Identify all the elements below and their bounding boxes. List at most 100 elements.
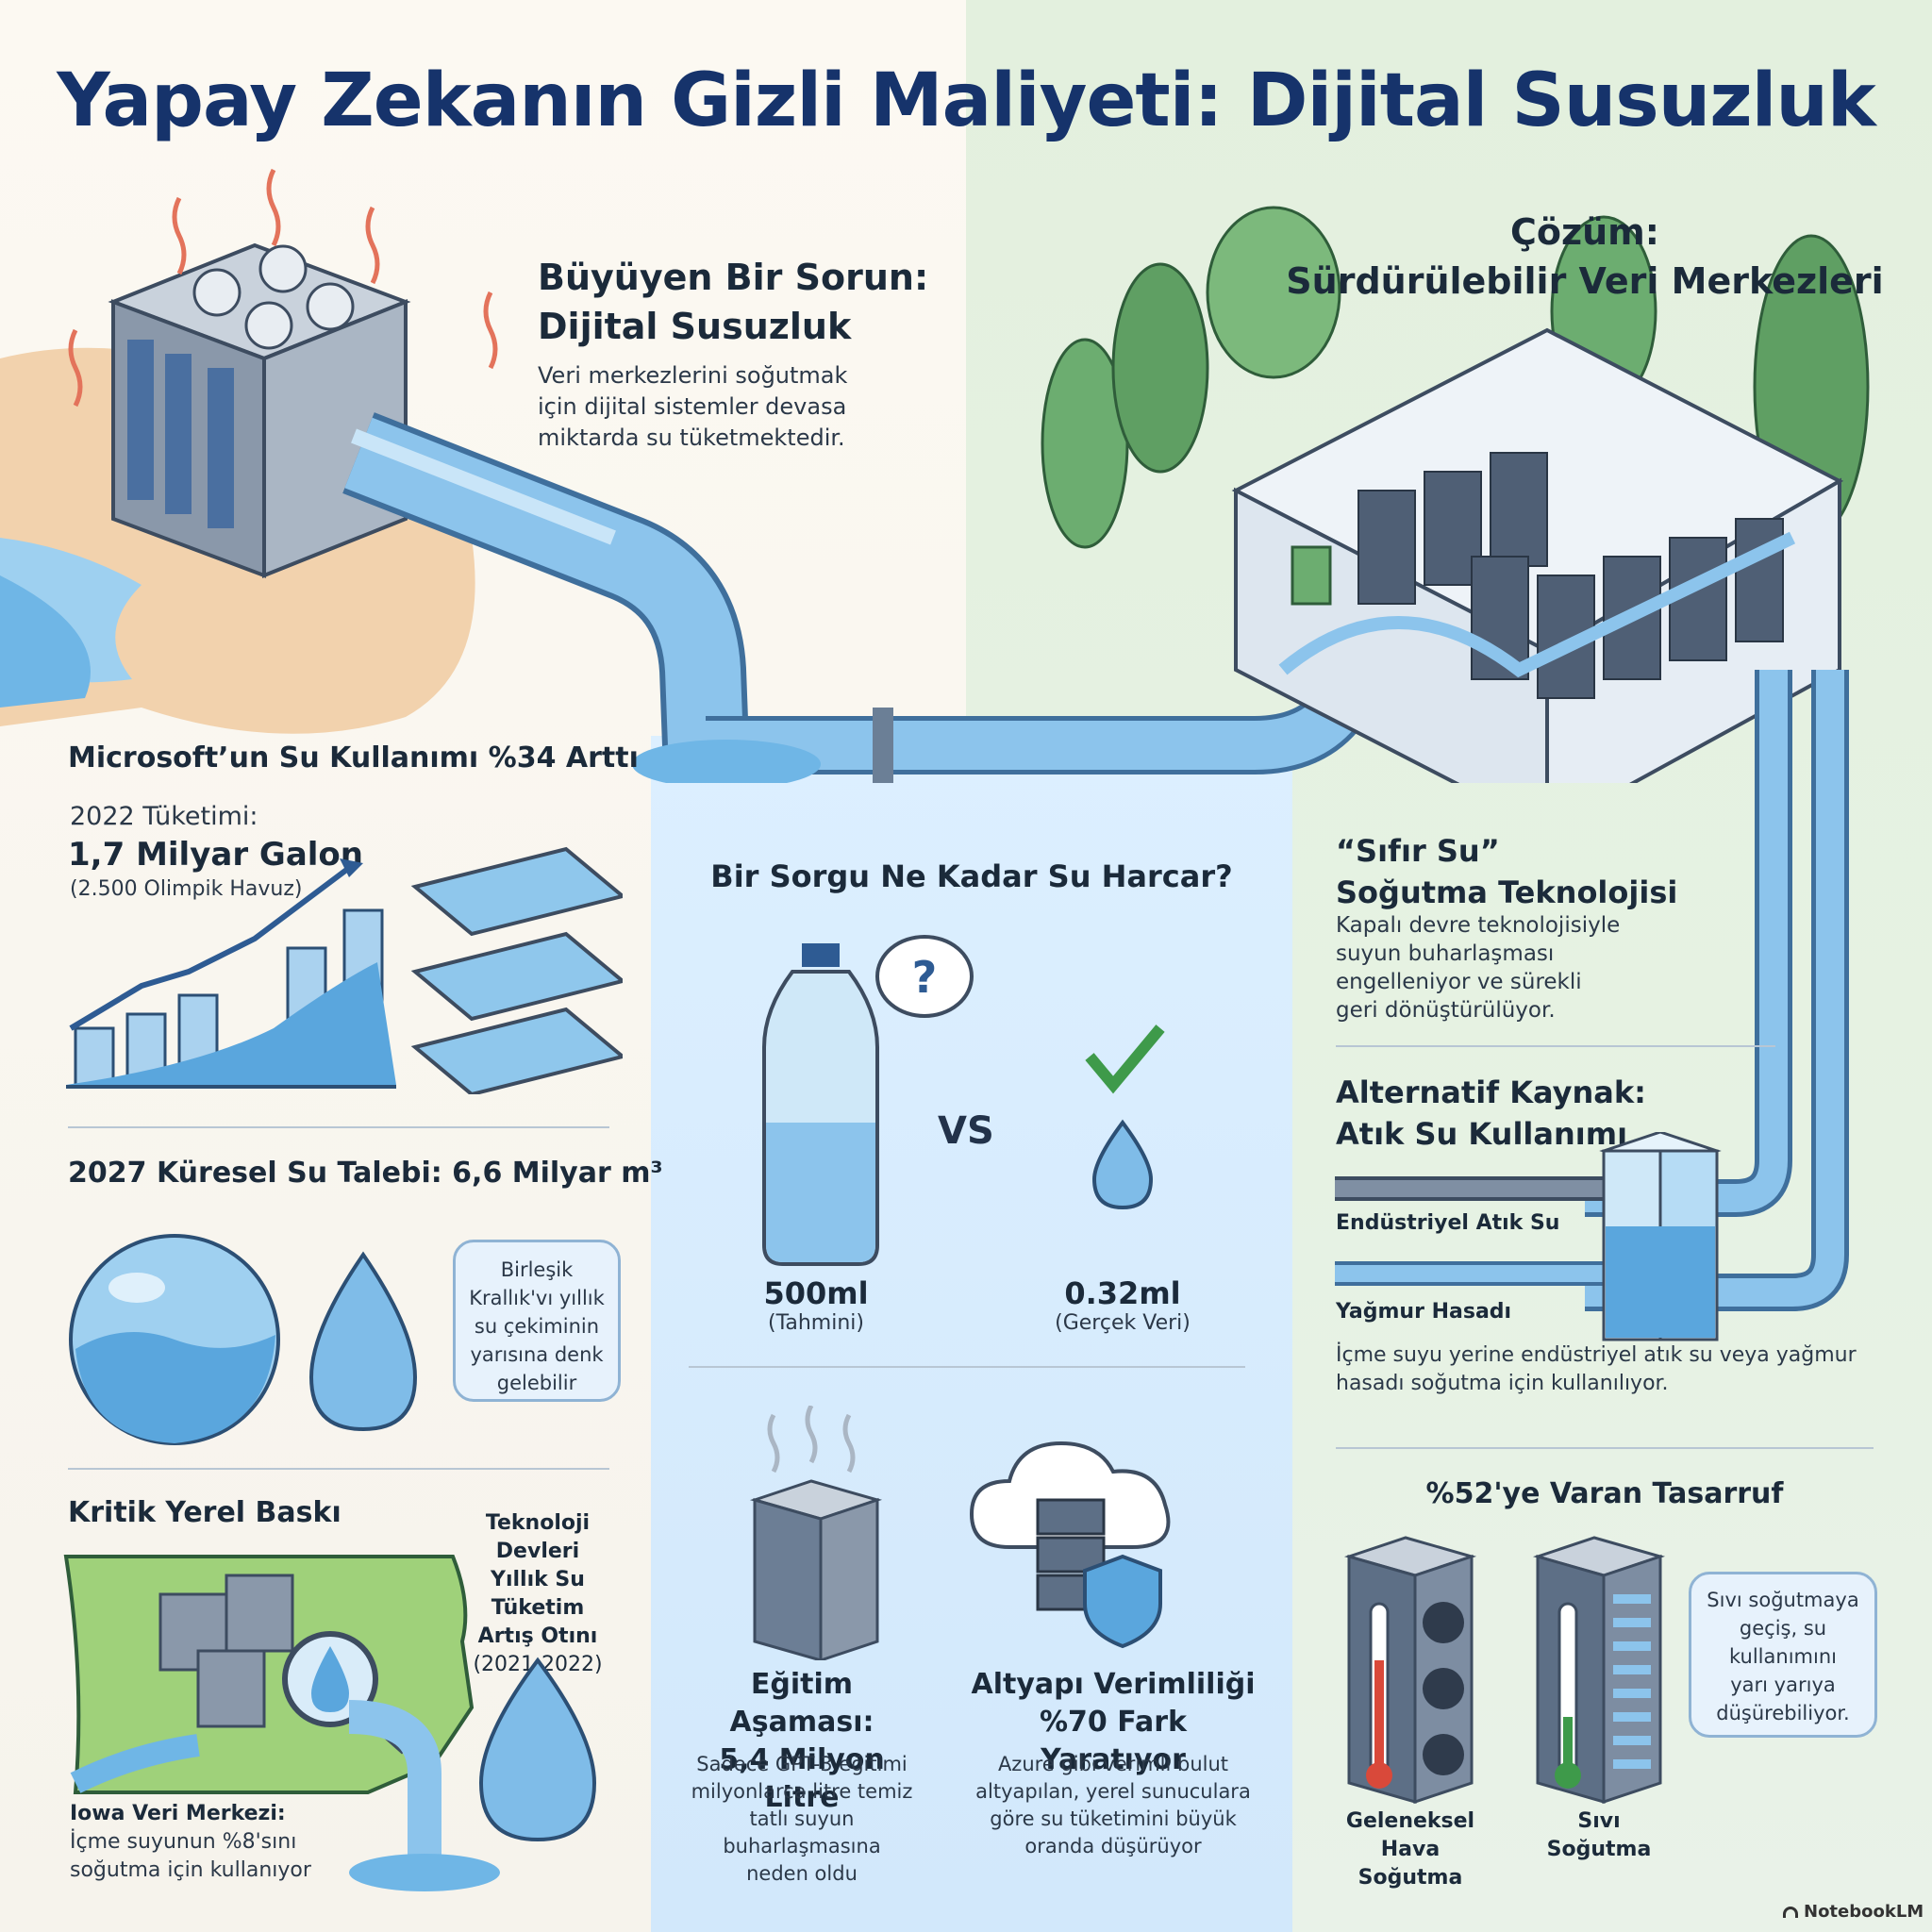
- infra-text-2: altyapılan, yerel sunuculara: [975, 1780, 1251, 1803]
- query-comparison-icon: ?: [762, 935, 1165, 1266]
- microsoft-label: 2022 Tüketimi:: [70, 802, 258, 831]
- vs-label: VS: [938, 1109, 994, 1153]
- query-heading: Bir Sorgu Ne Kadar Su Harcar?: [710, 858, 1233, 894]
- main-illustration: [0, 168, 1870, 783]
- iowa-line-2: İçme suyunun %8'sını: [70, 1830, 297, 1854]
- divider: [1336, 1447, 1874, 1449]
- trees-icon: [1041, 206, 1870, 549]
- wastewater-filter-icon: [1335, 1132, 1722, 1341]
- local-heading: Kritik Yerel Baskı: [68, 1496, 341, 1529]
- global-bubble-5: gelebilir: [496, 1372, 577, 1394]
- cloud-icon: [969, 1441, 1171, 1549]
- brand-label: NotebookLM: [1804, 1902, 1924, 1922]
- divider: [68, 1126, 609, 1128]
- air-cooling-line-1: Geleneksel: [1345, 1809, 1475, 1833]
- saving-bubble-5: düşürebiliyor.: [1716, 1702, 1850, 1724]
- sustainable-datacenter-icon: [1231, 327, 1844, 783]
- tech-line-1: Teknoloji Devleri: [485, 1511, 591, 1563]
- liquid-cooling-line-1: Sıvı: [1577, 1809, 1621, 1833]
- divider: [689, 1366, 1245, 1368]
- infra-text-1: Azure gibi verimli bulut: [997, 1753, 1229, 1775]
- training-text-1: Sadece GPT-3 eğitimi: [696, 1753, 908, 1775]
- air-cooling-line-2: Hava Soğutma: [1357, 1838, 1463, 1890]
- iowa-map-icon: [63, 1555, 597, 1891]
- water-volume-icon: [69, 1234, 418, 1445]
- question-mark-icon: ?: [912, 952, 938, 1003]
- infra-text-4: oranda düşürüyor: [1024, 1835, 1202, 1857]
- training-text-4: neden oldu: [746, 1862, 858, 1885]
- steam-icon: [767, 1406, 856, 1474]
- liquid-cooling-line-2: Soğutma: [1546, 1838, 1652, 1861]
- leaf-sign-icon: [1291, 545, 1332, 606]
- heat-waves-icon: [68, 168, 498, 408]
- divider: [68, 1468, 609, 1470]
- alt-heading-2: Atık Su Kullanımı: [1336, 1116, 1628, 1152]
- liquid-cooling-icon: [1532, 1536, 1666, 1805]
- problem-heading-1: Büyüyen Bir Sorun:: [538, 257, 929, 298]
- cooling-pipes-icon: [1585, 670, 1849, 1311]
- rain-label: Yağmur Hasadı: [1336, 1300, 1512, 1324]
- infra-heading-1: Altyapı Verimliliği: [971, 1668, 1256, 1701]
- global-bubble-3: su çekiminin: [474, 1315, 600, 1338]
- alt-heading-1: Alternatif Kaynak:: [1336, 1074, 1646, 1110]
- training-text-3: tatlı suyun buharlaşmasına: [723, 1807, 881, 1857]
- solution-heading-2: Sürdürülebilir Veri Merkezleri: [1286, 260, 1884, 302]
- usage-growth-chart-icon: [66, 846, 623, 1094]
- infra-heading-2: %70 Fark Yaratıyor: [1040, 1706, 1187, 1776]
- zero-text-2: suyun buharlaşması: [1336, 941, 1555, 966]
- microsoft-note: (2.500 Olimpik Havuz): [70, 877, 303, 901]
- global-bubble-2: Krallık'vı yıllık: [469, 1287, 605, 1309]
- saving-bubble-1: Sıvı soğutmaya: [1707, 1589, 1859, 1611]
- iowa-line-1: Iowa Veri Merkezi:: [70, 1802, 286, 1825]
- saving-bubble-2: geçiş, su: [1739, 1617, 1827, 1640]
- training-infra-icons: [749, 1406, 1171, 1660]
- page-title: Yapay Zekanın Gizli Maliyeti: Dijital Su…: [57, 58, 1876, 143]
- tech-line-3: Artış Otını: [477, 1624, 598, 1648]
- notebooklm-logo-icon: [1783, 1906, 1798, 1918]
- training-server-icon: [749, 1479, 883, 1660]
- zero-text-3: engelleniyor ve sürekli: [1336, 970, 1582, 994]
- saving-heading: %52'ye Varan Tasarruf: [1425, 1477, 1784, 1510]
- problem-text-2: için dijital sistemler devasa: [538, 393, 847, 420]
- infra-text-3: göre su tüketimini büyük: [990, 1807, 1237, 1830]
- problem-text-3: miktarda su tüketmektedir.: [538, 425, 845, 451]
- divider: [1336, 1045, 1775, 1047]
- problem-text-1: Veri merkezlerini soğutmak: [538, 362, 848, 389]
- saving-bubble-4: yarı yarıya: [1730, 1674, 1836, 1696]
- training-heading-2: 5,4 Milyon Litre: [719, 1743, 885, 1814]
- microsoft-heading: Microsoft’un Su Kullanımı %34 Arttı: [68, 741, 639, 774]
- alt-text-1: İçme suyu yerine endüstriyel atık su vey…: [1336, 1343, 1857, 1367]
- zero-heading-2: Soğutma Teknolojisi: [1336, 874, 1678, 910]
- zero-heading-1: “Sıfır Su”: [1336, 833, 1500, 869]
- overheated-server-icon: [108, 242, 411, 578]
- water-pipe-icon: [342, 412, 1363, 783]
- global-heading: 2027 Küresel Su Talebi: 6,6 Milyar m³: [68, 1157, 663, 1190]
- iowa-line-3: soğutma için kullanıyor: [70, 1858, 311, 1882]
- microsoft-value: 1,7 Milyar Galon: [68, 836, 363, 874]
- water-drop-icon: [478, 1657, 597, 1842]
- shield-icon: [1083, 1554, 1162, 1649]
- check-icon: [1085, 1024, 1165, 1094]
- zero-text-1: Kapalı devre teknolojisiyle: [1336, 913, 1621, 938]
- cooling-comparison-icon: [1343, 1536, 1666, 1805]
- actual-value: 0.32ml: [1064, 1275, 1181, 1311]
- water-drop-icon: [308, 1251, 418, 1432]
- saving-bubble-3: kullanımını: [1729, 1645, 1837, 1668]
- actual-note: (Gerçek Veri): [1055, 1311, 1191, 1335]
- industrial-label: Endüstriyel Atık Su: [1336, 1211, 1560, 1235]
- training-heading-1: Eğitim Aşaması:: [729, 1668, 874, 1739]
- global-bubble-4: yarısına denk: [470, 1343, 604, 1366]
- training-text-2: milyonlarca litre temiz: [691, 1780, 913, 1803]
- cloud-server-icon: [1036, 1498, 1106, 1611]
- alt-text-2: hasadı soğutma için kullanılıyor.: [1336, 1372, 1669, 1395]
- estimated-value: 500ml: [763, 1275, 869, 1311]
- water-bottle-icon: [762, 943, 879, 1266]
- air-cooling-icon: [1343, 1536, 1477, 1805]
- question-bubble-icon: [875, 935, 974, 1018]
- tech-line-2: Yıllık Su Tüketim: [491, 1568, 585, 1620]
- global-bubble-1: Birleşik: [500, 1258, 574, 1281]
- water-drop-icon: [1091, 1119, 1154, 1210]
- zero-text-4: geri dönüştürülüyor.: [1336, 998, 1556, 1023]
- middle-panel-bg: [651, 736, 1292, 1932]
- problem-heading-2: Dijital Susuzluk: [538, 306, 852, 347]
